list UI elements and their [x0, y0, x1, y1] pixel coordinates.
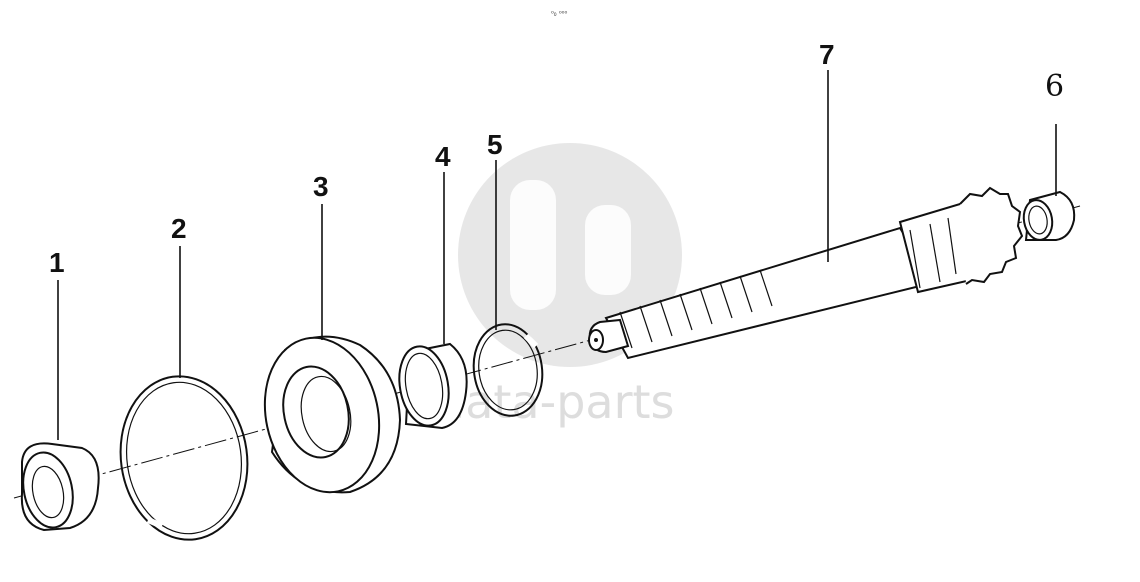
callout-2: 2 [171, 213, 187, 244]
part-6-bushing [1022, 190, 1076, 241]
callout-4: 4 [435, 141, 451, 172]
assembly-axis [13, 205, 1081, 499]
watermark-text: data-parts [436, 375, 675, 429]
part-2-snap-ring [119, 375, 249, 541]
callout-7: 7 [819, 39, 835, 70]
callout-5: 5 [487, 129, 503, 160]
part-7-shaft [588, 186, 1024, 360]
watermark-logo: data-parts [436, 143, 682, 429]
callout-6: 6 [1045, 69, 1064, 104]
part-5-circlip [472, 323, 544, 417]
callout-1: 1 [49, 247, 65, 278]
callout-3: 3 [313, 171, 329, 202]
part-4-sleeve [398, 342, 468, 430]
header-mark: ⁰₀ ⁰⁰⁰ [551, 10, 567, 18]
part-1-ring [20, 442, 100, 532]
part-3-bearing [263, 335, 402, 494]
